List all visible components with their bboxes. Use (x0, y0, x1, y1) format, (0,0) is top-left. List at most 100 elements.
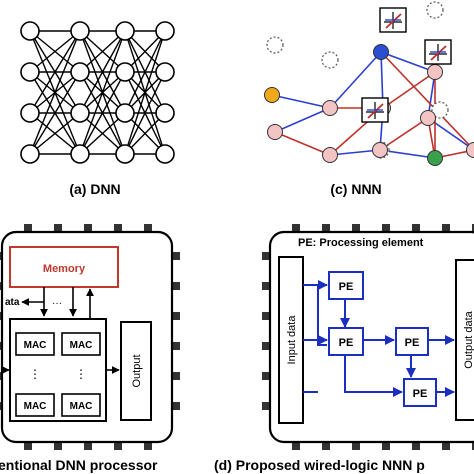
chip-pin (472, 224, 474, 234)
nnn-node (427, 64, 443, 80)
output-label: Output (131, 354, 143, 387)
chip-pin (170, 312, 180, 320)
dnn-node (20, 144, 40, 164)
nnn-edge (380, 51, 474, 151)
chip-pin (114, 440, 122, 450)
chip-pin (322, 224, 330, 234)
pe-block: PE (395, 327, 429, 356)
pe-block: PE (403, 378, 437, 407)
memory-bus-arrows (21, 287, 94, 318)
nnn-pruned-node (266, 36, 284, 54)
chip-pin (382, 224, 390, 234)
dnn-node (115, 62, 135, 82)
nnn-node (264, 87, 280, 103)
nnn-pruned-node (426, 1, 444, 19)
dnn-node (20, 62, 40, 82)
output-block (120, 321, 152, 421)
gate-icon (424, 39, 452, 65)
gate-icon (361, 97, 389, 123)
chip-pin (170, 372, 180, 380)
chip-pin (144, 224, 152, 234)
dnn-edge (79, 112, 126, 155)
chip-pin (322, 440, 330, 450)
nnn-edge (274, 131, 331, 156)
nnn-edge (379, 117, 429, 151)
dnn-graph (20, 21, 175, 164)
output-data-label: Output data (463, 310, 474, 368)
pe-block: PE (328, 271, 364, 300)
dnn-edge (79, 71, 126, 155)
wired-caption: (d) Proposed wired-logic NNN p (214, 457, 425, 473)
chip-pin (54, 440, 62, 450)
dnn-edge (29, 30, 81, 73)
wired-pins (262, 224, 474, 450)
dnn-node (155, 62, 175, 82)
mac-unit: MAC (61, 332, 101, 356)
nnn-pruned-node (321, 51, 339, 69)
mac-ellipsis: ⋮ (29, 367, 41, 381)
processor-chip: Memory ··· ata MAC MAC MAC MAC ⋮ ⋮ (0, 224, 180, 450)
dnn-edge (124, 30, 166, 155)
nnn-edge (329, 51, 382, 109)
svg-text:MAC: MAC (24, 401, 47, 412)
nnn-edge (329, 149, 381, 156)
dnn-node (115, 103, 135, 123)
chip-pin (292, 440, 300, 450)
svg-text:PE: PE (339, 337, 354, 349)
chip-pin (262, 252, 272, 260)
dnn-edge (29, 30, 81, 114)
dnn-node (70, 21, 90, 41)
chip-pin (292, 224, 300, 234)
dnn-node (70, 62, 90, 82)
dnn-edge (79, 30, 126, 155)
dnn-node (70, 144, 90, 164)
mac-unit: MAC (15, 332, 55, 356)
svg-text:PE: PE (413, 388, 428, 400)
dnn-node (20, 103, 40, 123)
pe-legend: PE: Processing element (298, 237, 424, 249)
input-data-label: Input data (286, 315, 298, 365)
gate-icon (379, 7, 407, 33)
nnn-node (427, 150, 443, 166)
dnn-edge (29, 112, 81, 155)
chip-pin (262, 312, 272, 320)
bus-ellipsis: ··· (52, 298, 62, 309)
nnn-edge (382, 71, 436, 109)
chip-pin (262, 282, 272, 290)
svg-text:MAC: MAC (70, 401, 93, 412)
nnn-node (420, 110, 436, 126)
nnn-graph (264, 1, 474, 166)
dnn-node (20, 21, 40, 41)
chip-pin (262, 402, 272, 410)
mac-unit: MAC (61, 393, 101, 417)
nnn-node (466, 142, 474, 158)
nnn-edge (271, 94, 331, 109)
chip-pin (352, 224, 360, 234)
chip-pin (170, 282, 180, 290)
nnn-node (322, 100, 338, 116)
svg-text:MAC: MAC (70, 340, 93, 351)
nnn-edge (380, 51, 436, 73)
dnn-edge (124, 30, 166, 114)
dnn-node (70, 103, 90, 123)
processor-caption: entional DNN processor (0, 457, 158, 473)
nnn-node (373, 44, 389, 60)
mac-ellipsis: ⋮ (75, 367, 87, 381)
chip-pin (262, 372, 272, 380)
svg-text:MAC: MAC (24, 340, 47, 351)
dnn-node (115, 144, 135, 164)
nnn-caption: (c) NNN (330, 181, 381, 197)
dnn-edge (29, 71, 81, 155)
dnn-node (155, 103, 175, 123)
nnn-pruned-node (431, 101, 449, 119)
chip-pin (472, 440, 474, 450)
chip-pin (412, 224, 420, 234)
chip-pin (170, 252, 180, 260)
chip-pin (54, 224, 62, 234)
chip-pin (84, 440, 92, 450)
dnn-node (115, 21, 135, 41)
chip-pin (262, 342, 272, 350)
dnn-edge (79, 30, 126, 114)
pe-block: PE (328, 327, 364, 356)
